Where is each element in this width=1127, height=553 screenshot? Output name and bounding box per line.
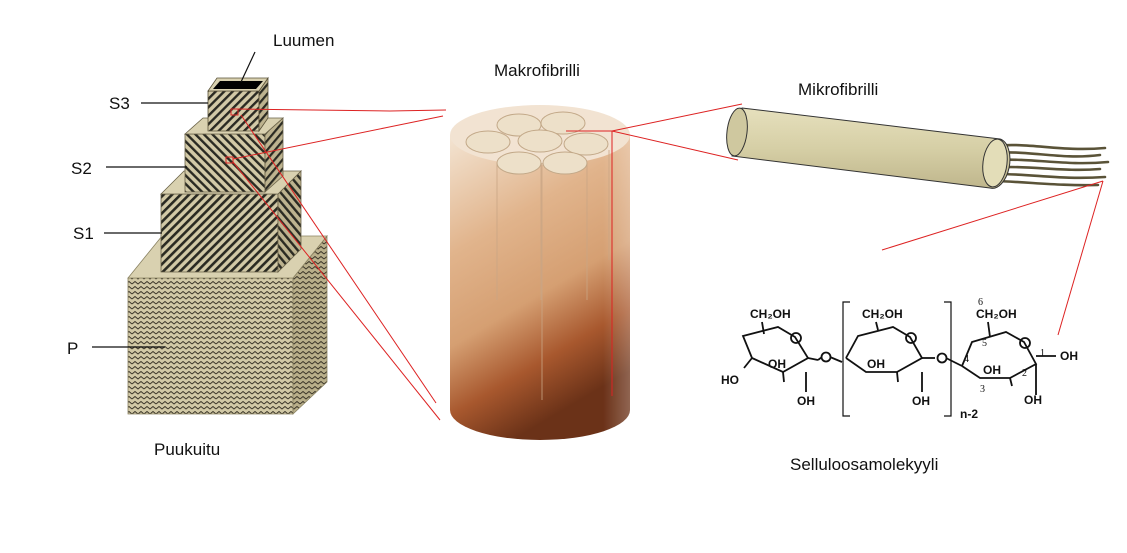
zoom-connector-lines (232, 103, 1104, 421)
wood-fiber-stack (127, 76, 328, 415)
glucose-ring-3 (961, 321, 1056, 395)
label-selluloosamolekyyli: Selluloosamolekyyli (790, 455, 938, 474)
lumen-opening (213, 81, 263, 89)
microfibril-end (982, 138, 1008, 188)
microfibril-rod (726, 107, 1110, 189)
label-mikrofibrilli: Mikrofibrilli (798, 80, 878, 99)
microfibril-strands (991, 143, 1110, 187)
ring2-ch2oh: CH₂OH (862, 307, 903, 321)
ring3-ch2oh: CH₂OH (976, 307, 1017, 321)
layer-leader-lines (92, 51, 256, 348)
ring1-oh: OH (768, 357, 786, 371)
carbon-number-4: 4 (964, 354, 969, 365)
label-s3: S3 (109, 94, 130, 113)
repeat-subscript: n-2 (960, 407, 978, 421)
label-s1: S1 (73, 224, 94, 243)
ring3-oh: OH (983, 363, 1001, 377)
label-puukuitu: Puukuitu (154, 440, 220, 459)
macrofibril-inner-rods (496, 150, 610, 400)
carbon-number-2: 2 (1022, 368, 1027, 379)
carbon-number-1: 1 (1040, 348, 1045, 359)
label-makrofibrilli: Makrofibrilli (494, 61, 580, 80)
carbon-number-6: 6 (978, 297, 983, 308)
ring3-oh-right: OH (1060, 349, 1078, 363)
ring1-ch2oh: CH₂OH (750, 307, 791, 321)
macrofibril-end-circles (465, 111, 609, 175)
label-luumen: Luumen (273, 31, 334, 50)
ring1-ho: HO (721, 373, 739, 387)
s3-marker (230, 108, 239, 116)
label-s2: S2 (71, 159, 92, 178)
ring3-oh-bottom: OH (1024, 393, 1042, 407)
s2-marker (225, 156, 234, 164)
ring2-oh: OH (867, 357, 885, 371)
macrofibril-cylinder (450, 105, 630, 440)
ring2-oh-bottom: OH (912, 394, 930, 408)
glucose-ring-2 (845, 321, 935, 392)
layer-s3 (207, 76, 269, 133)
carbon-number-3: 3 (980, 384, 985, 395)
glucose-ring-1 (741, 321, 819, 392)
cellulose-molecule: CH₂OH OH HO OH CH₂OH OH OH n-2 (721, 297, 1078, 421)
label-p: P (67, 339, 78, 358)
ring1-oh-bottom: OH (797, 394, 815, 408)
carbon-number-5: 5 (982, 338, 987, 349)
